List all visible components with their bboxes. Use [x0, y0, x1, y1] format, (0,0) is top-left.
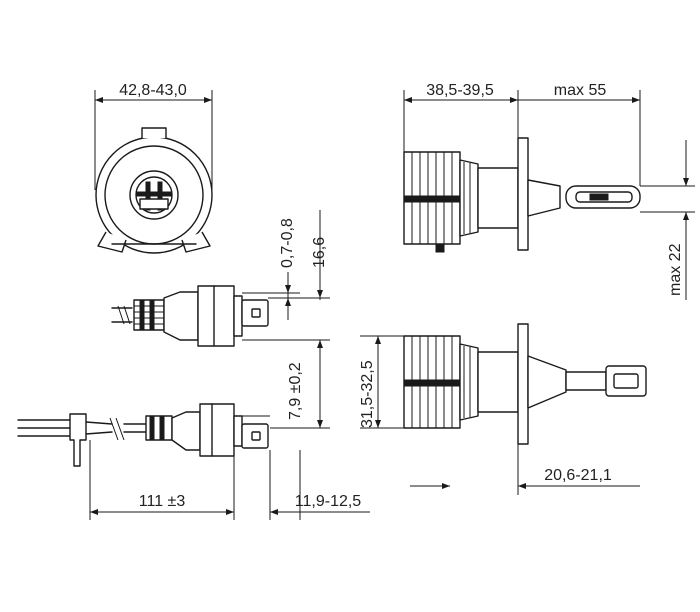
dim-heatsink-length: 38,5-39,5 — [426, 82, 494, 99]
dim-bulb-height: max 22 — [667, 243, 684, 296]
bulb-side-view-bottom: 31,5-32,5 20,6-21,1 — [359, 323, 647, 495]
prong-dimensions: 0,7-0,8 16,6 — [268, 210, 330, 320]
dim-cable-length: 111 ±3 — [139, 493, 186, 510]
length-dimensions: 111 ±3 11,9-12,5 — [89, 440, 370, 520]
connector-side-view-top — [111, 285, 270, 347]
dim-prong-length: 16,6 — [311, 237, 328, 268]
dim-heatsink-diameter: 31,5-32,5 — [359, 360, 376, 428]
dim-connector-length: 11,9-12,5 — [295, 493, 362, 510]
dim-total-length: max 55 — [554, 82, 607, 99]
dim-prong-offset: 7,9 ±0,2 — [287, 362, 304, 420]
cable-side-view — [17, 403, 270, 467]
offset-dimension: 7,9 ±0,2 — [270, 339, 330, 429]
bulb-side-view-top: 38,5-39,5 max 55 max 22 — [403, 82, 695, 300]
dim-cap-diameter: 42,8-43,0 — [119, 82, 187, 99]
dim-tip-length: 20,6-21,1 — [544, 467, 612, 484]
dim-prong-thickness: 0,7-0,8 — [279, 218, 296, 268]
cap-front-view: 42,8-43,0 — [94, 82, 213, 254]
